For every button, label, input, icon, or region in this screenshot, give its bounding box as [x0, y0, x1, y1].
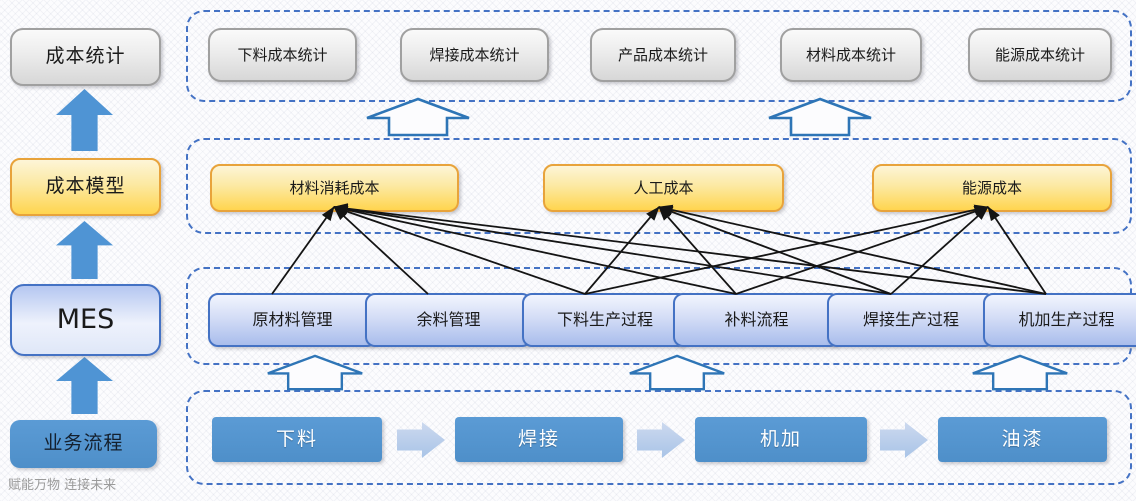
- node-welding-process: 焊接生产过程: [827, 293, 995, 347]
- up-arrow-icon: [56, 221, 113, 279]
- node-machining-process: 机加生产过程: [983, 293, 1136, 347]
- node-mes: MES: [10, 284, 161, 356]
- hollow-up-arrow-icon: [768, 97, 872, 137]
- node-energy-cost-stat: 能源成本统计: [968, 28, 1112, 82]
- node-cutting-stage: 下料: [212, 417, 382, 462]
- node-raw-material-mgmt: 原材料管理: [208, 293, 377, 347]
- container-process-layer: [186, 390, 1132, 485]
- node-cost-model: 成本模型: [10, 158, 161, 216]
- hollow-up-arrow-icon: [972, 354, 1068, 391]
- up-arrow-icon: [56, 357, 113, 414]
- watermark-text: 赋能万物 连接未来: [8, 478, 117, 493]
- node-labor-cost: 人工成本: [543, 164, 784, 212]
- node-machining-stage: 机加: [695, 417, 867, 462]
- node-cutting-process: 下料生产过程: [522, 293, 688, 347]
- node-cutting-cost-stat: 下料成本统计: [208, 28, 357, 82]
- container-statistics-layer: [186, 10, 1132, 102]
- node-business-process: 业务流程: [10, 420, 157, 468]
- node-welding-cost-stat: 焊接成本统计: [400, 28, 549, 82]
- node-welding-stage: 焊接: [455, 417, 623, 462]
- node-cost-statistics: 成本统计: [10, 28, 161, 86]
- hollow-up-arrow-icon: [629, 354, 725, 391]
- node-material-consumption-cost: 材料消耗成本: [210, 164, 459, 212]
- node-surplus-mgmt: 余料管理: [365, 293, 532, 347]
- hollow-up-arrow-icon: [267, 354, 363, 391]
- node-product-cost-stat: 产品成本统计: [590, 28, 736, 82]
- node-replenish-flow: 补料流程: [673, 293, 840, 347]
- up-arrow-icon: [56, 89, 113, 151]
- node-painting-stage: 油漆: [938, 417, 1107, 462]
- hollow-up-arrow-icon: [366, 97, 470, 137]
- node-energy-cost: 能源成本: [872, 164, 1112, 212]
- node-material-cost-stat: 材料成本统计: [780, 28, 922, 82]
